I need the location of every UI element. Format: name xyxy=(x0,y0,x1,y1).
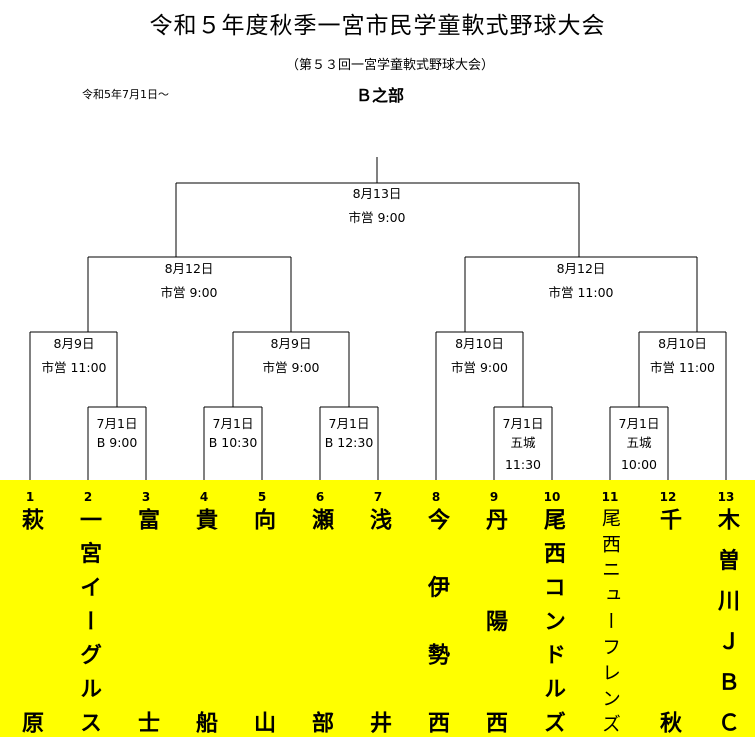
bracket-r1-2 xyxy=(203,406,263,480)
match-semi-left: 8月12日市営 9:00 xyxy=(160,261,218,300)
bracket-semi-right xyxy=(464,256,698,332)
page-title: 令和５年度秋季一宮市民学童軟式野球大会 xyxy=(149,13,606,39)
team-5: 5 向山 xyxy=(239,490,285,733)
bracket-r1-3 xyxy=(319,406,379,480)
team-number: 5 xyxy=(257,490,267,504)
team-number: 6 xyxy=(315,490,325,504)
team-number: 8 xyxy=(431,490,441,504)
team-9: 9 丹陽西 xyxy=(471,490,517,733)
team-name: 尾西コンドルズ xyxy=(540,508,565,733)
match-qf-2: 8月9日市営 9:00 xyxy=(262,336,320,375)
team-name: 一宮イーグルス xyxy=(76,508,101,733)
team-name: 浅井 xyxy=(366,508,391,733)
bracket-r1-5 xyxy=(609,406,669,480)
team-number: 7 xyxy=(373,490,383,504)
team-10: 10 尾西コンドルズ xyxy=(529,490,575,733)
bracket-r1-1 xyxy=(87,406,147,480)
team-number: 4 xyxy=(199,490,209,504)
team-name: 尾西ニューフレンズ xyxy=(599,508,621,733)
team-number: 12 xyxy=(659,490,677,504)
team-name: 貴船 xyxy=(192,508,217,733)
bracket-semi-left xyxy=(87,256,292,332)
team-1: 1 萩原 xyxy=(7,490,53,733)
team-number: 3 xyxy=(141,490,151,504)
team-number: 2 xyxy=(83,490,93,504)
team-name: 千秋 xyxy=(656,508,681,733)
match-semi-right: 8月12日市営 11:00 xyxy=(548,261,614,300)
team-name: 木曽川ＪＢＣ xyxy=(714,508,739,733)
team-number: 9 xyxy=(489,490,499,504)
division-label: Ｂ之部 xyxy=(355,86,404,105)
team-number: 11 xyxy=(601,490,619,504)
bracket-qf-4 xyxy=(638,331,727,480)
team-2: 2 一宮イーグルス xyxy=(65,490,111,733)
team-name: 瀬部 xyxy=(308,508,333,733)
match-qf-3: 8月10日市営 9:00 xyxy=(450,336,509,375)
match-final: 8月13日市営 9:00 xyxy=(348,186,406,225)
team-7: 7 浅井 xyxy=(355,490,401,733)
bracket-qf-1 xyxy=(29,331,118,480)
start-date: 令和5年7月1日〜 xyxy=(82,88,169,101)
team-name: 向山 xyxy=(250,508,275,733)
team-name: 今伊勢西 xyxy=(424,508,449,733)
team-12: 12 千秋 xyxy=(645,490,691,733)
bracket-qf-2 xyxy=(232,331,350,407)
team-number: 1 xyxy=(25,490,35,504)
team-13: 13 木曽川ＪＢＣ xyxy=(703,490,749,733)
bracket-qf-3 xyxy=(435,331,524,480)
bracket-r1-4 xyxy=(493,406,553,480)
team-3: 3 富士 xyxy=(123,490,169,733)
team-6: 6 瀬部 xyxy=(297,490,343,733)
team-name: 萩原 xyxy=(18,508,43,733)
page-subtitle: （第５３回一宮学童軟式野球大会） xyxy=(285,58,494,73)
team-8: 8 今伊勢西 xyxy=(413,490,459,733)
team-4: 4 貴船 xyxy=(181,490,227,733)
match-qf-1: 8月9日市営 11:00 xyxy=(41,336,107,375)
match-qf-4: 8月10日市営 11:00 xyxy=(650,336,715,375)
team-name: 富士 xyxy=(134,508,159,733)
bracket-final xyxy=(175,157,580,257)
team-name: 丹陽西 xyxy=(482,508,507,733)
team-number: 13 xyxy=(717,490,735,504)
team-11: 11 尾西ニューフレンズ xyxy=(587,490,633,733)
team-area-background xyxy=(0,480,755,737)
team-number: 10 xyxy=(543,490,561,504)
